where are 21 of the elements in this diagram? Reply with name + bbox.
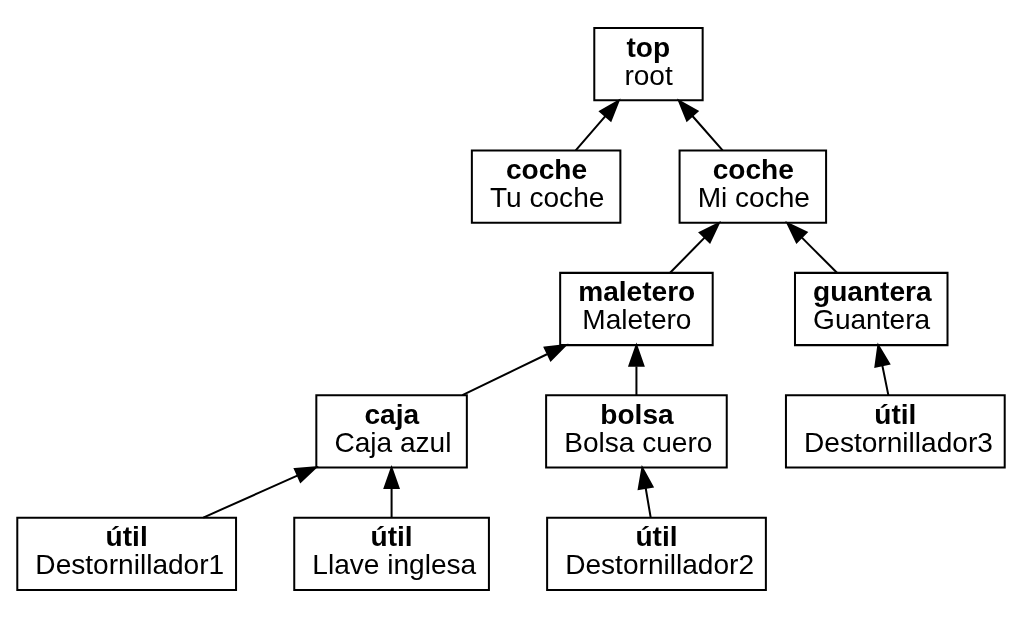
- arrow: [461, 343, 568, 396]
- arrow: [668, 220, 721, 273]
- arrow: [382, 464, 400, 518]
- arrow: [202, 465, 319, 518]
- arrow: [784, 220, 838, 273]
- node-box: top root: [592, 26, 704, 101]
- arrow: [676, 97, 723, 151]
- node-box: útil Destornillador1: [15, 516, 237, 591]
- node-box: útil Destornillador2: [545, 516, 767, 591]
- node-box: guantera Guantera: [793, 271, 948, 346]
- arrow: [627, 342, 645, 395]
- arrow: [574, 97, 621, 151]
- arrow: [873, 342, 891, 395]
- node-box: bolsa Bolsa cuero: [544, 393, 728, 469]
- node-box: útil Destornillador3: [784, 393, 1006, 469]
- node-box: coche Tu coche: [470, 148, 621, 224]
- node-box: coche Mi coche: [678, 148, 827, 224]
- node-box: maletero Maletero: [558, 271, 714, 346]
- node-box: caja Caja azul: [314, 393, 468, 469]
- node-box: útil Llave inglesa: [292, 516, 490, 591]
- arrow: [637, 464, 654, 518]
